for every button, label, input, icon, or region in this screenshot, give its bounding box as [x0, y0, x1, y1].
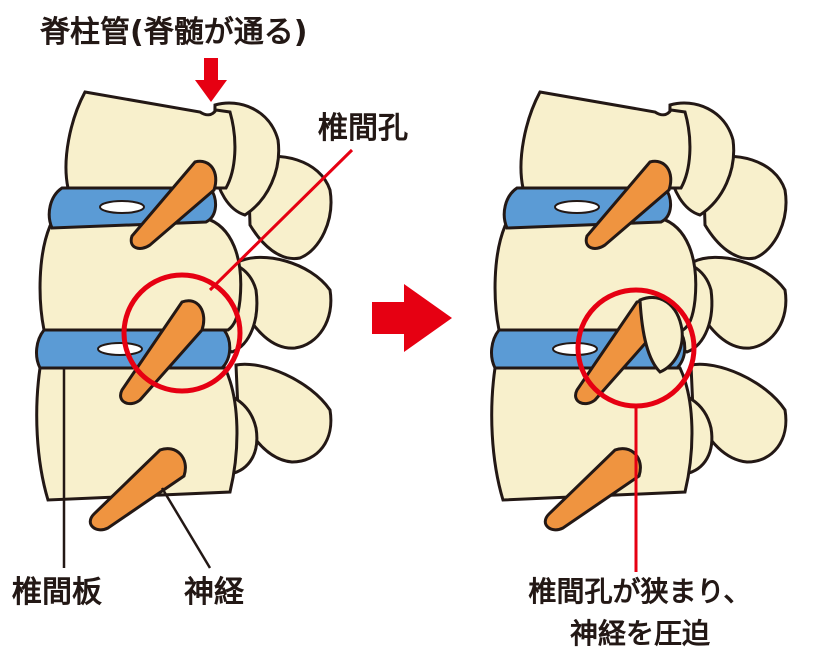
- foramen-label: 椎間孔: [318, 111, 408, 146]
- nerve-label: 神経: [184, 575, 244, 610]
- foramen-leader-line: [208, 148, 354, 292]
- narrowed-spine: [490, 90, 788, 532]
- spinal-canal-label: 脊柱管(脊髄が通る): [40, 15, 308, 50]
- spinal-canal-arrow: [195, 58, 227, 102]
- transition-arrow: [372, 284, 452, 352]
- nerve-pointer-line: [160, 487, 212, 569]
- foramen-highlight-circle: [121, 272, 243, 394]
- result-label-line2: 神経を圧迫: [569, 617, 710, 650]
- disc-label: 椎間板: [12, 575, 102, 610]
- normal-spine: [35, 90, 333, 532]
- result-label-line1: 椎間孔が狭まり、: [528, 575, 752, 608]
